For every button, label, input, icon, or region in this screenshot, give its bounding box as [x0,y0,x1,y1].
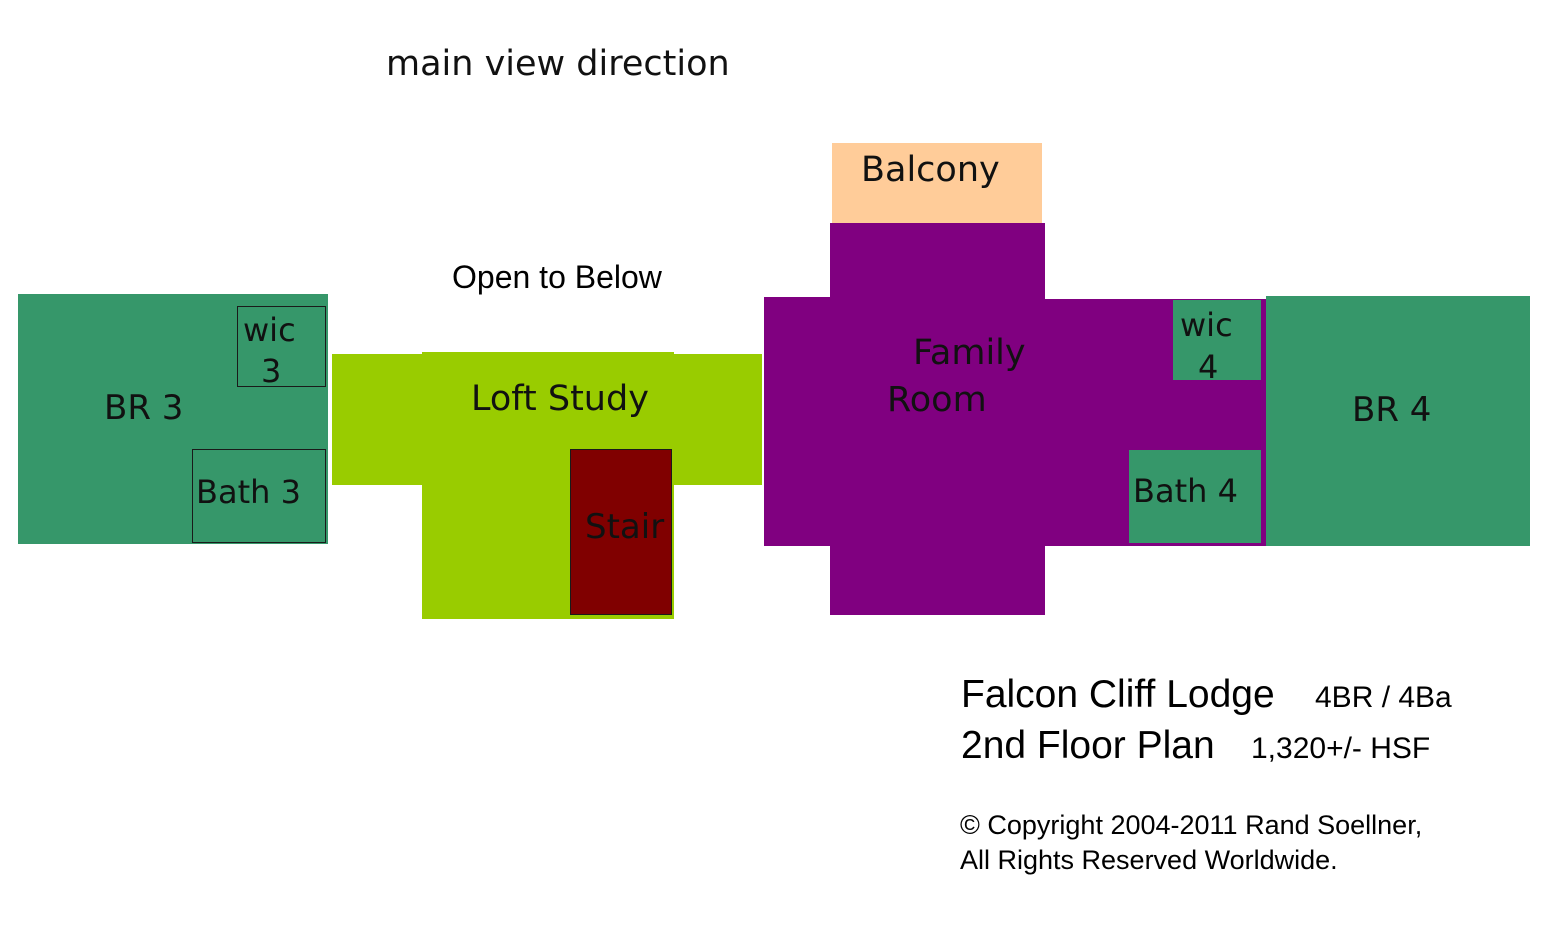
loft-wing-right [664,354,762,485]
family-room-label-bottom: Room [887,380,987,420]
bath4-label: Bath 4 [1133,472,1238,510]
bath3-room [192,449,326,543]
balcony-room [832,143,1042,223]
br4-label: BR 4 [1352,390,1432,430]
stair-label: Stair [585,507,665,547]
wic4-label-top: wic [1180,306,1233,344]
lodge-title: Falcon Cliff Lodge [961,673,1275,716]
main-view-direction-label: main view direction [386,44,730,84]
wic3-label-top: wic [243,311,296,349]
beds-baths: 4BR / 4Ba [1315,681,1452,714]
bath3-label: Bath 3 [196,473,301,511]
br3-room [18,294,328,544]
br4-room [1266,296,1530,546]
wic4-label-bottom: 4 [1198,348,1219,386]
wic3-label-bottom: 3 [261,352,282,390]
open-to-below-label: Open to Below [452,259,662,295]
floor-area: 1,320+/- HSF [1251,732,1431,765]
family-room-label-top: Family [913,333,1026,373]
wic4-room [1173,300,1261,380]
copyright-line-1: © Copyright 2004-2011 Rand Soellner, [960,810,1423,840]
balcony-label: Balcony [861,150,1000,190]
stair-room [570,449,672,615]
copyright-line-2: All Rights Reserved Worldwide. [960,845,1338,875]
wic3-room [237,306,326,387]
br3-label: BR 3 [104,388,184,428]
loft-study-label: Loft Study [471,379,649,419]
bath4-room [1129,450,1261,543]
loft-wing-left [332,354,432,485]
floor-plan-title: 2nd Floor Plan [961,724,1215,767]
family-room-horizontal-left [764,297,1045,546]
